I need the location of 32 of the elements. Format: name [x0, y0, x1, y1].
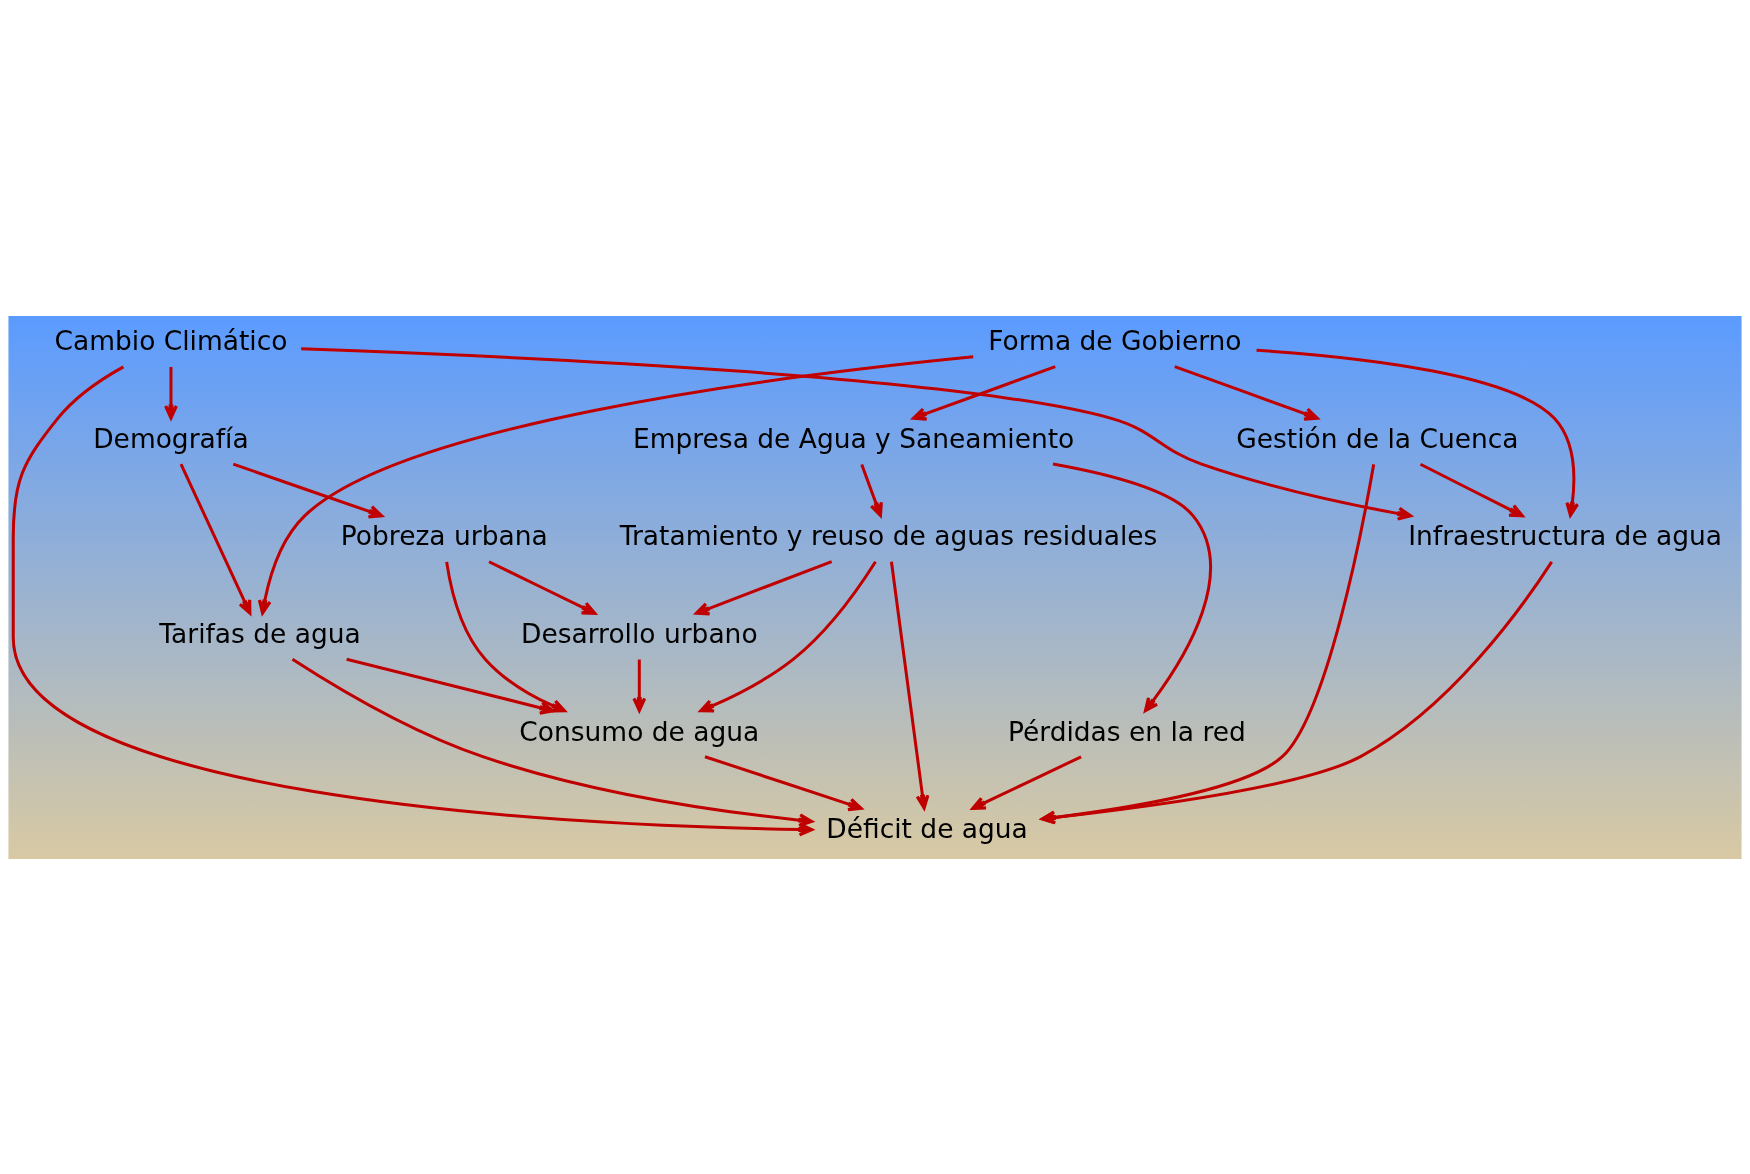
- arrow: [291, 657, 814, 827]
- node-text: Desarrollo urbano: [521, 617, 758, 649]
- arrow: [179, 463, 252, 615]
- arrow: [164, 366, 178, 420]
- node-text: Gestión de la Cuenca: [1236, 422, 1519, 454]
- node-text: Consumo de agua: [519, 715, 760, 747]
- arrow: [301, 346, 1413, 520]
- arrow: [694, 559, 833, 616]
- arrow: [704, 754, 863, 811]
- arrow: [232, 462, 384, 518]
- node-text: Infraestructura de agua: [1408, 519, 1723, 551]
- node-text: Déficit de agua: [826, 812, 1028, 844]
- arrow: [1256, 348, 1580, 517]
- node-text: Tratamiento y reuso de aguas residuales: [619, 519, 1158, 551]
- node-text: Pérdidas en la red: [1007, 715, 1246, 747]
- node-text: Cambio Climático: [54, 324, 288, 356]
- arrow: [911, 364, 1056, 421]
- node-text: Forma de Gobierno: [988, 324, 1242, 356]
- node-text: Empresa de Agua y Saneamiento: [632, 422, 1075, 454]
- arrow: [1174, 364, 1319, 421]
- arrow: [1419, 462, 1524, 517]
- arrow: [699, 560, 877, 713]
- node-text: Pobreza urbana: [340, 519, 548, 551]
- arrow: [971, 754, 1082, 810]
- arrow: [860, 463, 883, 517]
- arrow: [257, 354, 974, 615]
- arrow: [632, 659, 647, 712]
- arrow: [488, 559, 597, 615]
- node-text: Demografía: [93, 422, 249, 454]
- arrow: [889, 561, 930, 810]
- node-text: Tarifas de agua: [159, 617, 361, 649]
- arrow: [1052, 462, 1212, 712]
